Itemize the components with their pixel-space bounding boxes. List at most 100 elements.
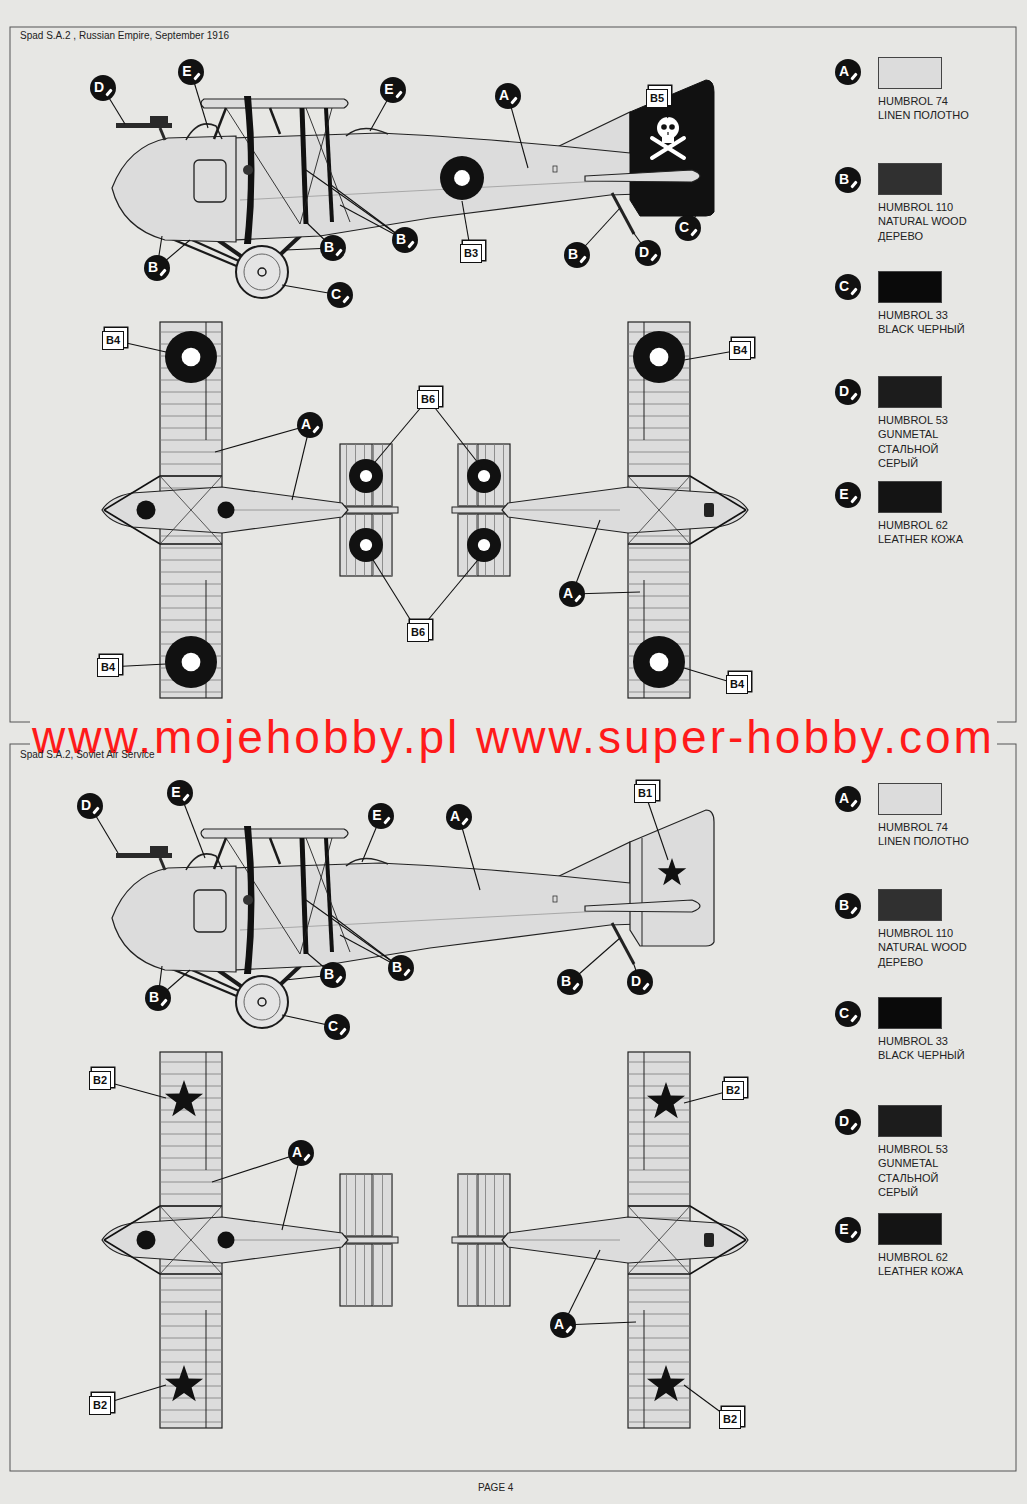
callout-text: A bbox=[499, 88, 509, 102]
russian-empire-scheme-part bbox=[633, 331, 685, 383]
paint-callout: B bbox=[144, 255, 170, 281]
legend-text: HUMBROL 33 BLACK ЧЕРНЫЙ bbox=[878, 1034, 978, 1063]
callout-text: A bbox=[554, 1317, 564, 1331]
cockpit bbox=[218, 1232, 235, 1249]
color-swatch bbox=[878, 783, 942, 815]
callout-text: E bbox=[384, 82, 393, 96]
paint-callout: B bbox=[320, 235, 346, 261]
russian-empire-scheme bbox=[102, 80, 748, 698]
callout-text: D bbox=[631, 974, 641, 988]
legend-text: HUMBROL 74 LINEN ПОЛОТНО bbox=[878, 94, 978, 123]
callout-text: E bbox=[839, 487, 848, 501]
decal-number-box: B6 bbox=[417, 390, 439, 409]
legend-text: HUMBROL 110 NATURAL WOOD ДЕРЕВО bbox=[878, 200, 978, 243]
callout-text: B4 bbox=[730, 679, 744, 690]
callout-text: D bbox=[839, 1114, 849, 1128]
soviet-scheme-part bbox=[585, 900, 700, 964]
callout-text: B6 bbox=[411, 627, 425, 638]
russian-empire-scheme-part bbox=[102, 322, 398, 698]
color-swatch bbox=[878, 163, 942, 195]
leader-lines-part bbox=[212, 1153, 301, 1182]
legend-text: HUMBROL 62 LEATHER КОЖА bbox=[878, 518, 978, 547]
soviet-scheme-part bbox=[165, 1365, 203, 1401]
paint-callout: C bbox=[327, 282, 353, 308]
legend-entry: HUMBROL 33 BLACK ЧЕРНЫЙ bbox=[878, 997, 988, 1063]
leader-lines-part bbox=[428, 399, 482, 468]
legend-entry: HUMBROL 33 BLACK ЧЕРНЫЙ bbox=[878, 271, 988, 337]
russian-empire-scheme-part bbox=[467, 528, 501, 562]
paint-callout: D bbox=[627, 969, 653, 995]
decal-number-box: B4 bbox=[729, 341, 751, 360]
legend-entry: HUMBROL 62 LEATHER КОЖА bbox=[878, 1213, 988, 1279]
soviet-scheme bbox=[102, 810, 748, 1428]
paint-callout: E bbox=[835, 1217, 861, 1243]
skull-and-crossbones-part bbox=[661, 124, 667, 130]
russian-empire-scheme-part bbox=[585, 170, 700, 234]
paint-callout: E bbox=[835, 482, 861, 508]
callout-text: C bbox=[839, 279, 849, 293]
paint-callout: A bbox=[835, 786, 861, 812]
legend-text: HUMBROL 110 NATURAL WOOD ДЕРЕВО bbox=[878, 926, 978, 969]
rudder bbox=[630, 810, 714, 946]
paint-callout: E bbox=[178, 59, 204, 85]
decal-number-box: B2 bbox=[89, 1396, 111, 1415]
decal-number-box: B1 bbox=[634, 784, 656, 803]
panel-title: Spad S.A.2, Soviet Air Service bbox=[20, 749, 155, 761]
legend-text: HUMBROL 33 BLACK ЧЕРНЫЙ bbox=[878, 308, 978, 337]
color-swatch bbox=[878, 889, 942, 921]
russian-empire-scheme-part bbox=[467, 459, 501, 493]
callout-text: E bbox=[182, 64, 191, 78]
legend-entry: HUMBROL 53 GUNMETAL СТАЛЬНОЙ СЕРЫЙ bbox=[878, 1105, 988, 1199]
decal-number-box: B2 bbox=[722, 1081, 744, 1100]
paint-callout: A bbox=[446, 804, 472, 830]
paint-callout: A bbox=[297, 412, 323, 438]
soviet-scheme-part bbox=[112, 826, 700, 1028]
paint-callout: C bbox=[835, 274, 861, 300]
callout-text: C bbox=[679, 220, 689, 234]
callout-text: B4 bbox=[733, 345, 747, 356]
callout-text: B bbox=[568, 247, 578, 261]
cockpit bbox=[137, 501, 156, 520]
paint-callout: D bbox=[835, 379, 861, 405]
callout-text: B bbox=[148, 260, 158, 274]
callout-text: B2 bbox=[726, 1085, 740, 1096]
paint-callout: B bbox=[835, 893, 861, 919]
leader-lines-part bbox=[418, 555, 482, 632]
callout-text: B bbox=[324, 967, 334, 981]
decal-number-box: B6 bbox=[407, 623, 429, 642]
paint-callout: B bbox=[835, 167, 861, 193]
paint-callout: C bbox=[324, 1014, 350, 1040]
paint-callout: B bbox=[388, 955, 414, 981]
cockpit bbox=[218, 502, 235, 519]
legend-entry: HUMBROL 53 GUNMETAL СТАЛЬНОЙ СЕРЫЙ bbox=[878, 376, 988, 470]
leader-lines-part bbox=[370, 555, 418, 632]
callout-text: B6 bbox=[421, 394, 435, 405]
nose-window bbox=[704, 1233, 714, 1247]
callout-text: A bbox=[839, 64, 849, 78]
callout-text: B5 bbox=[650, 93, 664, 104]
color-swatch bbox=[878, 57, 942, 89]
paint-callout: B bbox=[557, 969, 583, 995]
leader-lines-part bbox=[645, 793, 668, 860]
paint-callout: A bbox=[835, 59, 861, 85]
panel-title: Spad S.A.2 , Russian Empire, September 1… bbox=[20, 30, 229, 42]
decal-number-box: B4 bbox=[97, 658, 119, 677]
soviet-scheme-part bbox=[165, 1080, 203, 1116]
callout-text: C bbox=[331, 287, 341, 301]
legend-text: HUMBROL 53 GUNMETAL СТАЛЬНОЙ СЕРЫЙ bbox=[878, 1142, 978, 1199]
callout-text: B bbox=[392, 960, 402, 974]
color-swatch bbox=[878, 1213, 942, 1245]
callout-text: B4 bbox=[101, 662, 115, 673]
paint-callout: D bbox=[635, 240, 661, 266]
color-swatch bbox=[878, 481, 942, 513]
russian-empire-scheme-part bbox=[349, 459, 383, 493]
russian-empire-scheme-part bbox=[165, 331, 217, 383]
color-swatch bbox=[878, 1105, 942, 1137]
callout-text: B4 bbox=[106, 335, 120, 346]
soviet-scheme-part bbox=[102, 1052, 398, 1428]
paint-callout: A bbox=[288, 1140, 314, 1166]
callout-text: B2 bbox=[93, 1400, 107, 1411]
leader-lines-part bbox=[306, 900, 401, 968]
decal-number-box: B2 bbox=[89, 1071, 111, 1090]
paint-callout: C bbox=[675, 215, 701, 241]
